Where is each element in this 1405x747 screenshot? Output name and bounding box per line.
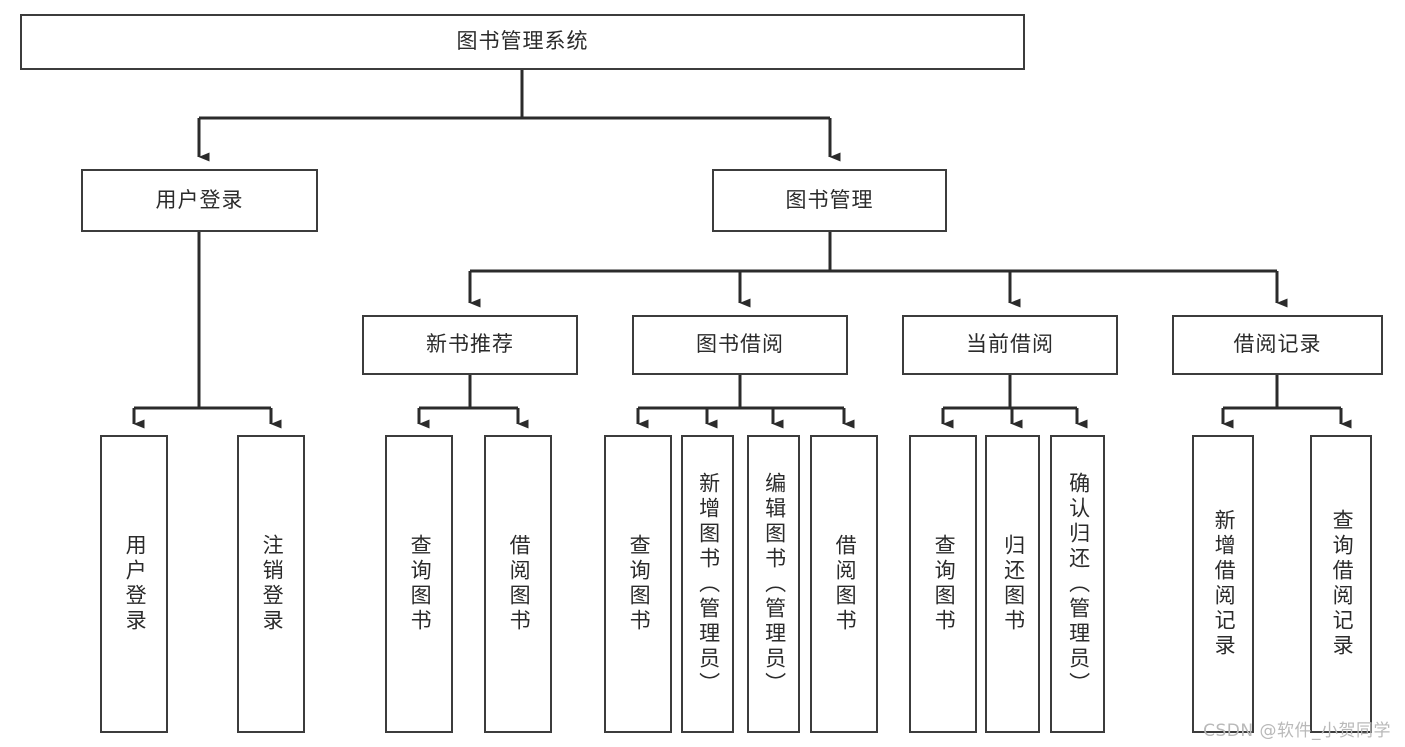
node-leaf-borrow-book-1-label: 借阅图书 (507, 534, 531, 634)
node-leaf-borrow-book-2[interactable]: 借阅图书 (810, 435, 878, 733)
node-leaf-query-book-2-label: 查询图书 (627, 534, 651, 634)
node-leaf-logout[interactable]: 注销登录 (237, 435, 305, 733)
node-leaf-return-book[interactable]: 归还图书 (985, 435, 1040, 733)
node-root-label: 图书管理系统 (456, 30, 589, 54)
node-leaf-query-book-3-label: 查询图书 (932, 534, 956, 634)
node-borrow-record-label: 借阅记录 (1233, 333, 1322, 357)
node-leaf-confirm-return-label: 确认归还（管理员） (1066, 471, 1090, 697)
node-leaf-user-login-label: 用户登录 (123, 534, 147, 634)
node-leaf-query-book-1[interactable]: 查询图书 (385, 435, 453, 733)
node-user-login[interactable]: 用户登录 (81, 169, 318, 232)
node-leaf-borrow-book-1[interactable]: 借阅图书 (484, 435, 552, 733)
node-book-manage[interactable]: 图书管理 (712, 169, 947, 232)
node-leaf-edit-book-label: 编辑图书（管理员） (762, 471, 786, 697)
node-leaf-add-record-label: 新增借阅记录 (1212, 509, 1236, 659)
node-borrow-record[interactable]: 借阅记录 (1172, 315, 1383, 375)
node-book-borrow-label: 图书借阅 (696, 333, 784, 357)
node-leaf-add-record[interactable]: 新增借阅记录 (1192, 435, 1254, 733)
csdn-watermark: CSDN @软件_小贺同学 (1203, 721, 1391, 741)
node-leaf-confirm-return[interactable]: 确认归还（管理员） (1050, 435, 1105, 733)
node-leaf-return-book-label: 归还图书 (1001, 534, 1025, 634)
node-leaf-logout-label: 注销登录 (260, 534, 284, 634)
node-leaf-query-book-1-label: 查询图书 (408, 534, 432, 634)
node-leaf-user-login[interactable]: 用户登录 (100, 435, 168, 733)
node-leaf-query-record[interactable]: 查询借阅记录 (1310, 435, 1372, 733)
node-root[interactable]: 图书管理系统 (20, 14, 1025, 70)
node-new-book-rec[interactable]: 新书推荐 (362, 315, 578, 375)
node-book-borrow[interactable]: 图书借阅 (632, 315, 848, 375)
node-leaf-borrow-book-2-label: 借阅图书 (833, 534, 857, 634)
node-leaf-edit-book[interactable]: 编辑图书（管理员） (747, 435, 800, 733)
node-book-manage-label: 图书管理 (785, 188, 874, 212)
node-new-book-rec-label: 新书推荐 (426, 333, 514, 357)
node-leaf-add-book-label: 新增图书（管理员） (696, 471, 720, 697)
node-leaf-add-book[interactable]: 新增图书（管理员） (681, 435, 734, 733)
node-leaf-query-book-3[interactable]: 查询图书 (909, 435, 977, 733)
node-leaf-query-book-2[interactable]: 查询图书 (604, 435, 672, 733)
node-current-borrow[interactable]: 当前借阅 (902, 315, 1118, 375)
node-leaf-query-record-label: 查询借阅记录 (1330, 509, 1354, 659)
node-user-login-label: 用户登录 (155, 188, 244, 212)
node-current-borrow-label: 当前借阅 (966, 333, 1054, 357)
